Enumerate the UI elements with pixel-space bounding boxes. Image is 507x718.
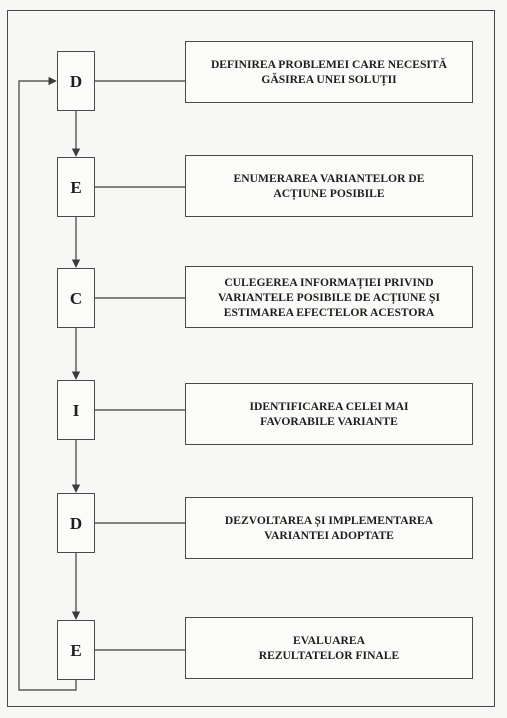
step-description-box-i: IDENTIFICAREA CELEI MAI FAVORABILE VARIA… xyxy=(185,383,473,445)
step-description-box-d1: DEFINIREA PROBLEMEI CARE NECESITĂ GĂSIRE… xyxy=(185,41,473,103)
step-description-d2: DEZVOLTAREA ȘI IMPLEMENTAREA VARIANTEI A… xyxy=(224,514,434,542)
step-description-c: CULEGEREA INFORMAȚIEI PRIVIND VARIANTELE… xyxy=(217,275,441,319)
step-description-box-e2: EVALUAREA REZULTATELOR FINALE xyxy=(185,617,473,679)
step-letter-box-e1: E xyxy=(57,157,95,217)
step-description-box-d2: DEZVOLTAREA ȘI IMPLEMENTAREA VARIANTEI A… xyxy=(185,497,473,559)
step-letter-d1: D xyxy=(69,71,83,91)
step-letter-box-e2: E xyxy=(57,620,95,680)
step-letter-i: I xyxy=(72,400,80,420)
step-description-i: IDENTIFICAREA CELEI MAI FAVORABILE VARIA… xyxy=(249,400,409,428)
step-letter-e1: E xyxy=(70,177,82,197)
step-description-e2: EVALUAREA REZULTATELOR FINALE xyxy=(258,634,400,662)
diagram-frame xyxy=(7,10,495,707)
step-letter-d2: D xyxy=(69,513,83,533)
step-letter-box-d2: D xyxy=(57,493,95,553)
step-description-box-e1: ENUMERAREA VARIANTELOR DE ACȚIUNE POSIBI… xyxy=(185,155,473,217)
step-description-d1: DEFINIREA PROBLEMEI CARE NECESITĂ GĂSIRE… xyxy=(210,58,448,86)
feedback-loop-arrow xyxy=(18,76,77,691)
step-letter-e2: E xyxy=(70,640,82,660)
step-description-e1: ENUMERAREA VARIANTELOR DE ACȚIUNE POSIBI… xyxy=(233,172,425,200)
step-letter-box-i: I xyxy=(57,380,95,440)
step-description-box-c: CULEGEREA INFORMAȚIEI PRIVIND VARIANTELE… xyxy=(185,266,473,328)
step-letter-c: C xyxy=(69,288,83,308)
step-letter-box-c: C xyxy=(57,268,95,328)
step-letter-box-d1: D xyxy=(57,51,95,111)
